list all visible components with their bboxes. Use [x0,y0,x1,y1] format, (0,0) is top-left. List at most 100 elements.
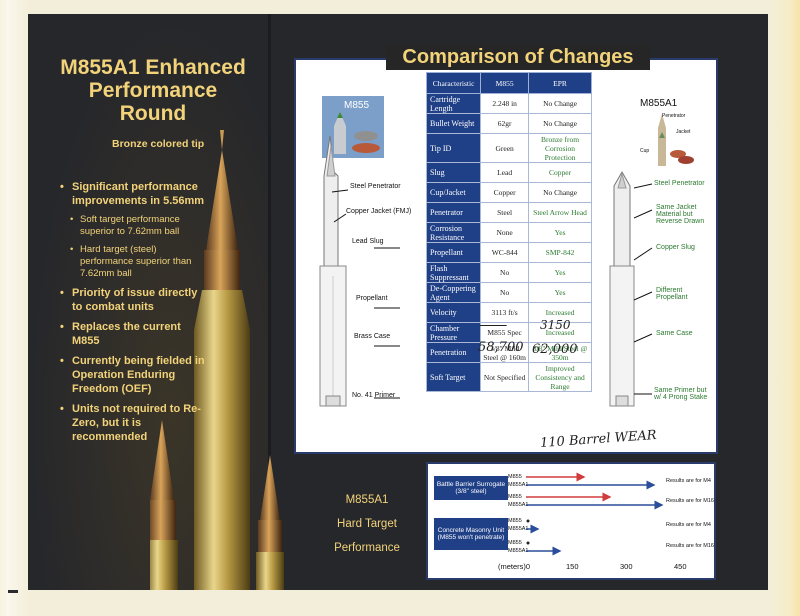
cell-m855: 3/8" Mild Steel @ 160m [480,342,530,363]
perf-m855a1-3: M855A1 [508,526,529,532]
cell-epr: SMP-842 [528,242,592,263]
medium-bullet [150,420,178,590]
feature-list: Significant performance improvements in … [60,180,210,450]
perf-m855a1-2: M855A1 [508,502,529,508]
perf-m855-3: M855 [508,518,522,524]
handwritten-pressure-m855: 58,700 [478,340,524,355]
right-label-copper-slug: Copper Slug [656,244,695,251]
cell-characteristic: Velocity [425,302,482,323]
left-label-brass-case: Brass Case [354,333,391,340]
header-m855: M855 [480,72,530,94]
perf-m855-4: M855 [508,540,522,546]
left-title-line3: Round [119,102,187,125]
perf-m855-1: M855 [508,474,522,480]
perf-m855a1-4: M855A1 [508,548,529,554]
feature-item: Currently being fielded in Operation End… [60,354,210,396]
hard-target-line1: M855A1 [345,494,389,506]
cell-epr: No Change [528,93,592,114]
cell-characteristic: De-Coppering Agent [425,282,482,303]
right-label-steel-penetrator: Steel Penetrator [654,180,705,187]
hard-target-line2: Hard Target [337,518,397,530]
header-characteristic: Characteristic [425,72,482,94]
left-leader-lines [331,189,400,399]
cell-characteristic: Propellant [425,242,482,263]
cell-characteristic: Soft Target [425,362,482,392]
cell-characteristic: Bullet Weight [425,113,482,134]
cell-characteristic: Tip ID [425,133,482,163]
cell-m855: WC-844 [480,242,530,263]
feature-subitem: Soft target performance superior to 7.62… [60,214,210,238]
right-label-primer: Same Primer but w/ 4 Prong Stake [654,387,708,401]
mini-penetrator-label: Penetrator [662,113,686,119]
cell-epr: 3/8" Mild Steel @ 350m [528,342,592,363]
cell-m855: Lead [480,162,530,183]
cell-characteristic: Cartridge Length [425,93,482,114]
cell-m855: 62gr [480,113,530,134]
cell-epr: Bronze from Corrosion Protection [528,133,592,163]
cell-m855: Copper [480,182,530,203]
result-m16-1: Results are for M16 [666,498,714,504]
cell-m855: No [480,282,530,303]
right-label-jacket: Same Jacket Material but Reverse Drawn [656,204,705,225]
cell-epr: No Change [528,182,592,203]
perf-m855-2: M855 [508,494,522,500]
left-title-line2: Performance [88,79,218,102]
right-label-case: Same Case [656,330,693,337]
result-m4-2: Results are for M4 [666,522,711,528]
feature-subitem: Hard target (steel) performance superior… [60,244,210,280]
cell-epr: No Change [528,113,592,134]
target-battle-barrier: Battle Barrier Surrogate (3/8" steel) [434,476,508,500]
m855-photo: M855 [322,96,384,158]
left-label-primer: No. 41 Primer [352,392,396,399]
cell-characteristic: Chamber Pressure [425,322,482,343]
left-label-lead-slug: Lead Slug [352,238,384,245]
cell-m855: Not Specified [480,362,530,392]
left-title-line1: M855A1 Enhanced [60,56,246,79]
cell-characteristic: Flash Suppressant [425,262,482,283]
perf-m855a1-1: M855A1 [508,482,529,488]
table-header-row: Characteristic M855 EPR [425,72,592,94]
result-m16-2: Results are for M16 [666,543,714,549]
axis-unit-label: (meters)0 [498,562,531,571]
mini-cup-label: Cup [640,148,650,154]
right-leader-lines [633,183,653,395]
cell-m855: Green [480,133,530,163]
hard-target-title: M855A1 Hard Target Performance [320,488,414,560]
axis-tick-300: 300 [620,562,633,571]
cell-m855: No [480,262,530,283]
m855-bullet-icon [334,112,380,154]
left-label-propellant: Propellant [356,295,388,302]
small-bullet [256,455,284,590]
feature-item: Priority of issue directly to combat uni… [60,286,210,314]
handwritten-pressure-epr: 62,000 [532,342,578,357]
right-label-propellant: Different Propellant [656,287,688,301]
cell-epr: Increased [528,302,592,323]
cell-characteristic: Penetrator [425,202,482,223]
feature-item: Significant performance improvements in … [60,180,210,208]
header-epr: EPR [528,72,592,94]
m855-cutaway-diagram [319,135,347,407]
m855a1-label: M855A1 [640,98,678,109]
axis-tick-150: 150 [566,562,579,571]
mini-jacket-label: Jacket [676,129,691,135]
cell-characteristic: Cup/Jacket [425,182,482,203]
feature-item: Replaces the current M855 [60,320,210,348]
feature-item: Units not required to Re-Zero, but it is… [60,402,210,444]
target-concrete-masonry: Concrete Masonry Unit (M855 won't penetr… [434,518,508,550]
result-m4-1: Results are for M4 [666,478,711,484]
cell-epr: Steel Arrow Head [528,202,592,223]
cell-characteristic: Slug [425,162,482,183]
left-label-copper-jacket: Copper Jacket (FMJ) [346,208,412,215]
